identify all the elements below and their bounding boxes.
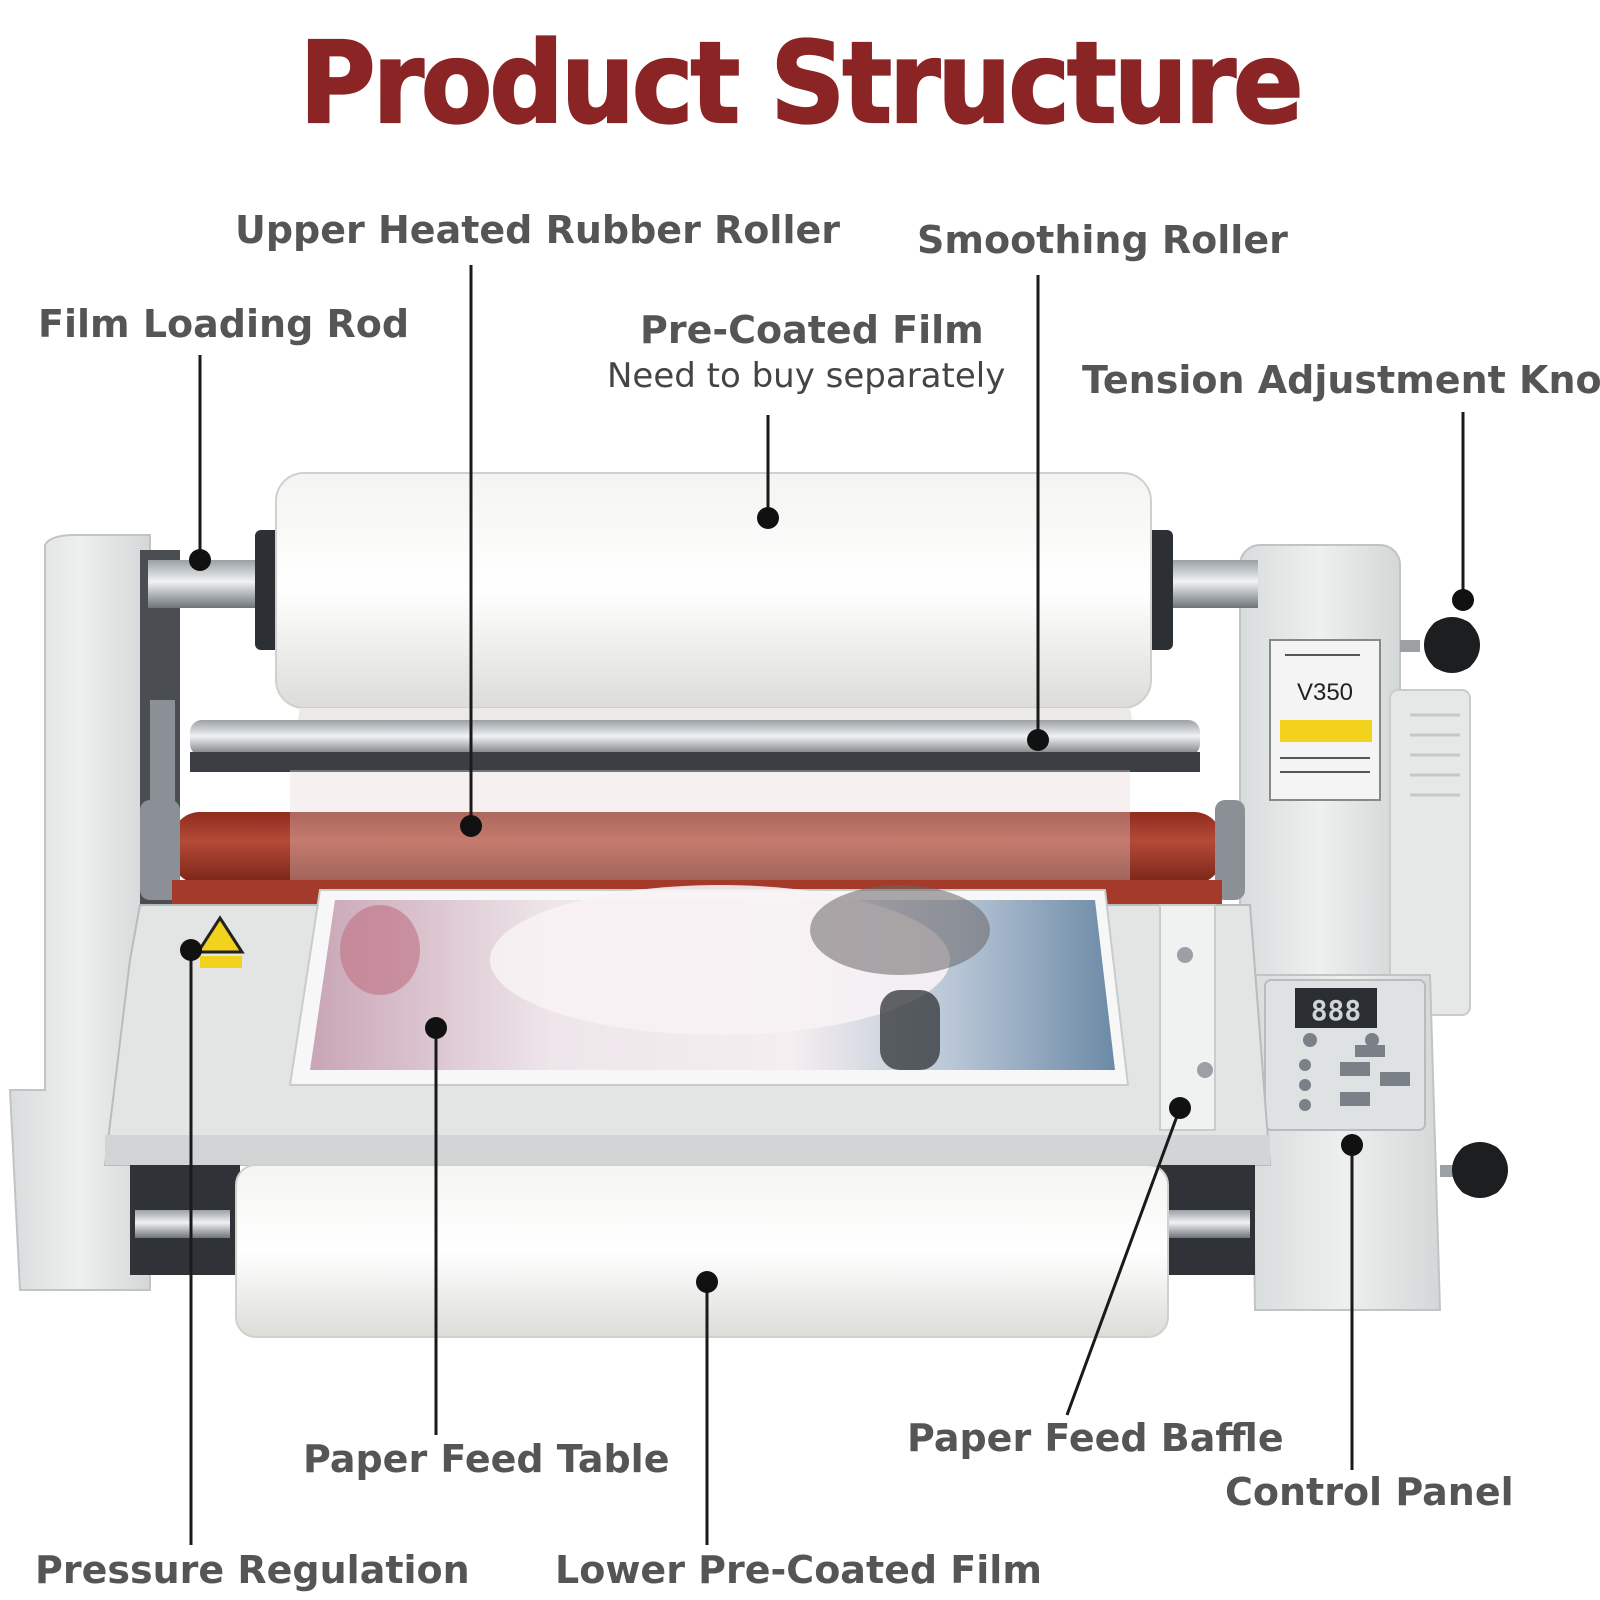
lower-film-roll [235,1164,1169,1338]
warning-sticker [195,915,245,968]
label-upper-heated-rubber-roller: Upper Heated Rubber Roller [235,208,840,252]
tension-knob-lower [1440,1142,1508,1198]
page-title: Product Structure [298,16,1304,150]
label-smoothing-roller: Smoothing Roller [917,218,1288,262]
right-housing [1239,544,1471,1311]
leader-dots [180,507,1474,1293]
label-paper-feed-table: Paper Feed Table [303,1437,670,1481]
upper-heated-rubber-roller [172,812,1222,884]
label-lower-pre-coated-film: Lower Pre-Coated Film [555,1548,1042,1592]
label-control-panel: Control Panel [1225,1470,1514,1514]
label-film-loading-rod: Film Loading Rod [38,302,410,346]
smoothing-roller [190,720,1200,756]
tension-knob-upper [1400,617,1480,673]
digital-display: 888 [1311,994,1362,1027]
photo-sheet [288,885,1130,1086]
paper-feed-baffle [1159,904,1216,1131]
label-pre-coated-film-note: Need to buy separately [607,356,1006,396]
label-pressure-regulation: Pressure Regulation [35,1548,470,1592]
label-tension-adjustment-knob: Tension Adjustment Knob [1082,358,1600,402]
leader-lines [189,265,1465,1545]
label-pre-coated-film: Pre-Coated Film [640,308,984,352]
label-paper-feed-baffle: Paper Feed Baffle [907,1416,1284,1460]
upper-film-roll [148,472,1258,760]
model-number: V350 [1297,679,1353,706]
